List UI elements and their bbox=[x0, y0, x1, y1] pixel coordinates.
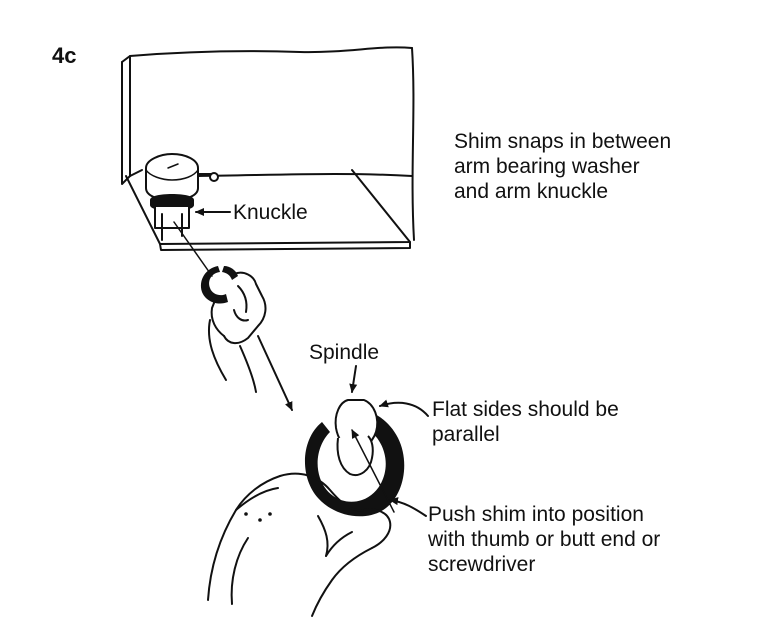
guide-line bbox=[173, 221, 213, 277]
base-plate bbox=[125, 169, 411, 251]
spindle-pointer-arrow bbox=[349, 365, 358, 393]
flat-sides-pointer-arrow bbox=[379, 399, 429, 417]
shim-small bbox=[200, 266, 238, 304]
spindle bbox=[334, 399, 379, 476]
machine-panel bbox=[121, 46, 415, 241]
upper-hand bbox=[208, 271, 267, 393]
arm-knuckle bbox=[145, 153, 219, 241]
shim-note-text: Shim snaps in between arm bearing washer… bbox=[454, 130, 672, 203]
shim-large bbox=[304, 410, 405, 517]
flat-sides-label: Flat sides should be parallel bbox=[432, 398, 619, 446]
movement-arrow bbox=[257, 335, 293, 411]
figure-number: 4c bbox=[52, 43, 77, 68]
push-direction-arrow bbox=[351, 429, 395, 513]
lower-hand bbox=[207, 472, 392, 617]
push-shim-pointer-arrow bbox=[389, 497, 427, 517]
push-shim-label: Push shim into position with thumb or bu… bbox=[428, 503, 661, 576]
spindle-label: Spindle bbox=[309, 341, 380, 364]
knuckle-label: Knuckle bbox=[233, 201, 308, 224]
